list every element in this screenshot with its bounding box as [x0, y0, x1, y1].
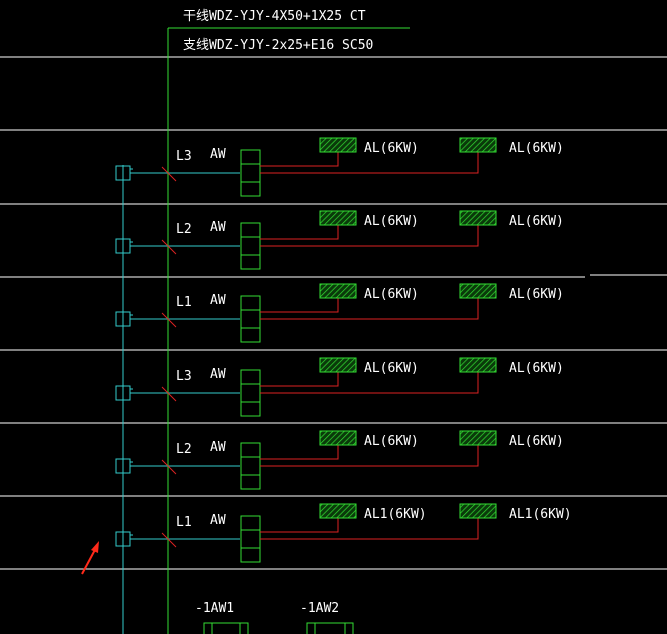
red-feeder-line	[260, 445, 339, 460]
hatched-load-box-icon	[319, 137, 357, 153]
phase-tick	[161, 459, 177, 475]
load-label: AL(6KW)	[364, 434, 419, 449]
hatched-load-box-icon	[319, 210, 357, 226]
panel-row: L1 AW AL(6KW) AL(6KW)	[115, 283, 564, 343]
red-feeder-line	[260, 298, 339, 313]
bottom-panel-box-aw1	[203, 622, 249, 634]
panel-row: L1 AW AL1(6KW) AL1(6KW)	[115, 503, 572, 563]
panel-label: AW	[210, 440, 226, 455]
bottom-label-aw1: -1AW1	[195, 601, 234, 616]
load-label: AL(6KW)	[509, 141, 564, 156]
phase-label: L3	[176, 369, 192, 384]
hatched-load-box-icon	[319, 430, 357, 446]
phase-label: L1	[176, 515, 192, 530]
distribution-panel-icon	[240, 149, 261, 197]
load-label: AL(6KW)	[509, 434, 564, 449]
red-feeder-line	[260, 152, 479, 174]
phase-label: L3	[176, 149, 192, 164]
red-feeder-line	[260, 225, 339, 240]
panel-row: L2 AW AL(6KW) AL(6KW)	[115, 430, 564, 490]
distribution-panel-icon	[240, 369, 261, 417]
hatched-load-box-icon	[459, 503, 497, 519]
panel-label: AW	[210, 220, 226, 235]
panel-label: AW	[210, 147, 226, 162]
hatched-load-box-icon	[319, 283, 357, 299]
red-feeder-line	[260, 372, 479, 394]
phase-tick	[161, 166, 177, 182]
distribution-panel-icon	[240, 442, 261, 490]
floor-lines	[0, 56, 667, 570]
hatched-load-box-icon	[319, 357, 357, 373]
panel-row: L3 AW AL(6KW) AL(6KW)	[115, 137, 564, 197]
red-arrow-icon	[81, 541, 99, 575]
branch-line-spec: 支线WDZ-YJY-2x25+E16 SC50	[183, 38, 373, 53]
distribution-panel-icon	[240, 222, 261, 270]
hatched-load-box-icon	[459, 430, 497, 446]
red-feeder-line	[260, 445, 479, 467]
load-label: AL1(6KW)	[509, 507, 572, 522]
hatched-load-box-icon	[459, 210, 497, 226]
distribution-panel-icon	[240, 295, 261, 343]
load-label: AL(6KW)	[364, 287, 419, 302]
bottom-label-aw2: -1AW2	[300, 601, 339, 616]
panel-row: L3 AW AL(6KW) AL(6KW)	[115, 357, 564, 417]
red-feeder-line	[260, 518, 339, 533]
load-label: AL(6KW)	[364, 214, 419, 229]
load-label: AL(6KW)	[509, 214, 564, 229]
hatched-load-box-icon	[459, 283, 497, 299]
phase-tick	[161, 312, 177, 328]
phase-tick	[161, 386, 177, 402]
red-feeder-line	[260, 152, 339, 167]
red-feeder-line	[260, 518, 479, 540]
panel-label: AW	[210, 367, 226, 382]
red-feeder-line	[260, 298, 479, 320]
panel-row: L2 AW AL(6KW) AL(6KW)	[115, 210, 564, 270]
red-feeder-line	[260, 372, 339, 387]
panel-label: AW	[210, 513, 226, 528]
hatched-load-box-icon	[319, 503, 357, 519]
distribution-panel-icon	[240, 515, 261, 563]
red-feeder-line	[260, 225, 479, 247]
bottom-panel-box-aw2	[306, 622, 354, 634]
hatched-load-box-icon	[459, 137, 497, 153]
phase-tick	[161, 532, 177, 548]
phase-tick	[161, 239, 177, 255]
load-label: AL(6KW)	[509, 287, 564, 302]
main-line-spec: 干线WDZ-YJY-4X50+1X25 CT	[183, 9, 366, 24]
load-label: AL1(6KW)	[364, 507, 427, 522]
phase-label: L2	[176, 442, 192, 457]
load-label: AL(6KW)	[364, 361, 419, 376]
hatched-load-box-icon	[459, 357, 497, 373]
load-label: AL(6KW)	[364, 141, 419, 156]
panel-label: AW	[210, 293, 226, 308]
phase-label: L2	[176, 222, 192, 237]
load-label: AL(6KW)	[509, 361, 564, 376]
phase-label: L1	[176, 295, 192, 310]
